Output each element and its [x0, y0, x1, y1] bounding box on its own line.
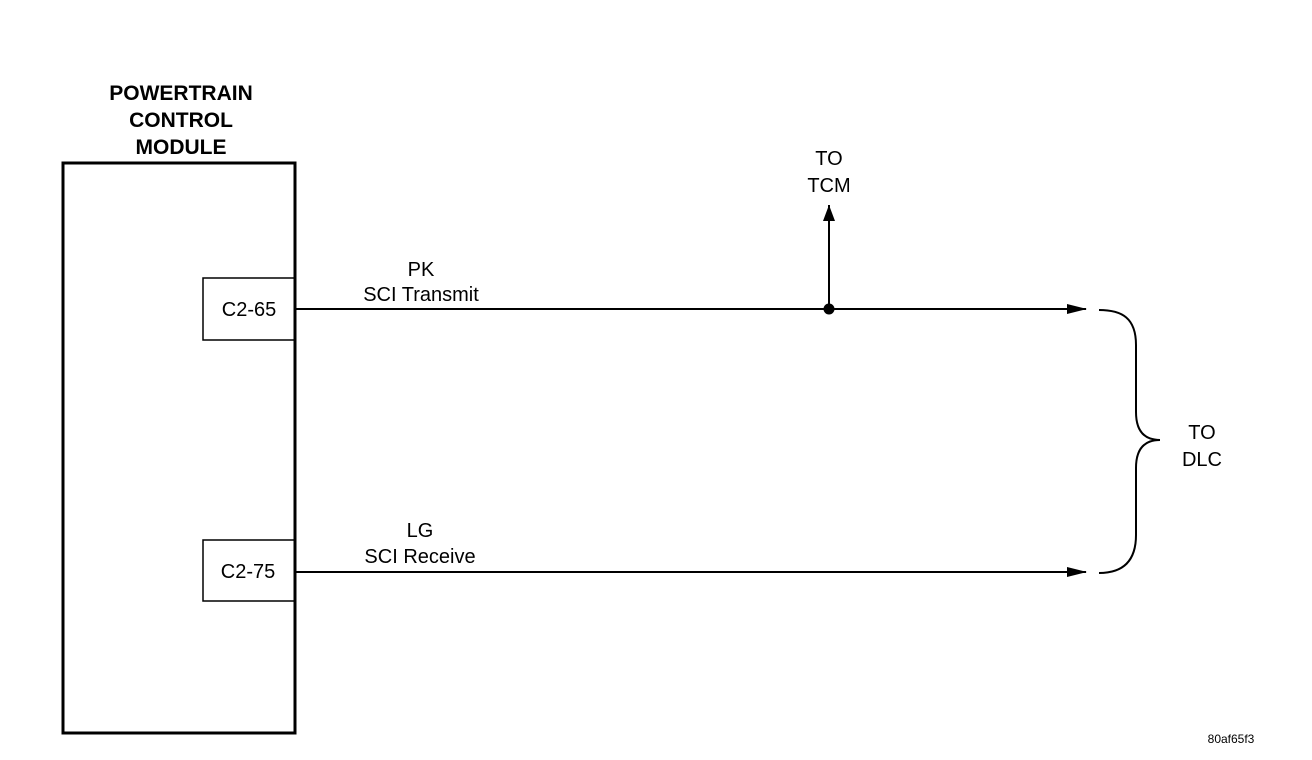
receive-wire-signal: SCI Receive: [364, 546, 475, 568]
receive-wire-color: LG: [407, 520, 434, 542]
dlc-label-line-2: DLC: [1182, 449, 1222, 471]
module-title-line-3: MODULE: [136, 136, 227, 159]
transmit-wire-signal: SCI Transmit: [363, 284, 479, 306]
module-title-line-1: POWERTRAIN: [109, 82, 253, 105]
module-title-line-2: CONTROL: [129, 109, 233, 132]
pin-label-c2-75: C2-75: [221, 561, 275, 583]
dlc-label-line-1: TO: [1188, 422, 1215, 444]
figure-id: 80af65f3: [1208, 732, 1255, 746]
dlc-brace: [1098, 309, 1161, 574]
splice-dot: [823, 303, 835, 315]
tcm-label-line-1: TO: [815, 148, 842, 170]
transmit-wire-color: PK: [408, 259, 435, 281]
pin-label-c2-65: C2-65: [222, 299, 276, 321]
tcm-label-line-2: TCM: [807, 175, 850, 197]
pin-box-c2-75: [202, 539, 296, 602]
powertrain-control-module-box: [61, 161, 297, 735]
